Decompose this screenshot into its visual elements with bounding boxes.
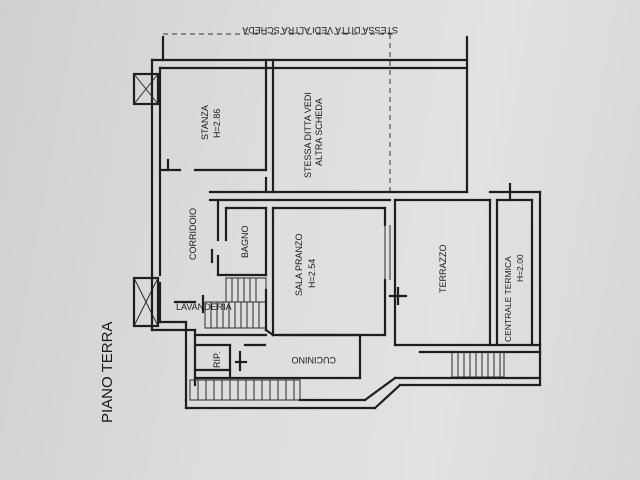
label-cucinino: CUCININO [292, 355, 337, 365]
left-shafts [132, 72, 160, 328]
label-rip: RIP. [212, 352, 222, 368]
upper-block-walls [150, 58, 469, 277]
bottom-boundary [184, 350, 542, 410]
label-stessa-ditta-2: ALTRA SCHEDA [314, 98, 324, 166]
kitchen-walls [193, 333, 362, 380]
label-centrale-termica: CENTRALE TERMICA [503, 256, 513, 342]
external-stair-left [189, 379, 301, 401]
label-terrazzo: TERRAZZO [438, 245, 448, 294]
left-lower-walls [150, 273, 197, 402]
external-stair-right [451, 351, 505, 378]
label-bagno: BAGNO [240, 225, 250, 258]
label-corridoio: CORRIDOIO [188, 208, 198, 260]
label-sala-pranzo: SALA PRANZO [294, 233, 304, 296]
door-marks [166, 158, 214, 314]
label-stanza-height: H=2.86 [212, 109, 222, 138]
label-centrale-termica-height: H=2.00 [515, 254, 525, 282]
terrace-walls [393, 182, 542, 354]
title-piano-terra: PIANO TERRA [99, 322, 116, 423]
label-lavanderia: LAVANDERIA [176, 302, 232, 312]
note-top-upside-down: STESSA DITTA VEDI ALTRA SCHEDA [242, 25, 398, 35]
label-stanza: STANZA [200, 105, 210, 140]
label-stessa-ditta-1: STESSA DITTA VEDI [303, 92, 313, 178]
bathroom-walls [216, 198, 268, 277]
label-sala-pranzo-height: H=2.54 [307, 259, 317, 288]
dining-room-walls [264, 198, 408, 347]
internal-stair [204, 277, 268, 332]
neighbour-boundary [161, 33, 469, 194]
